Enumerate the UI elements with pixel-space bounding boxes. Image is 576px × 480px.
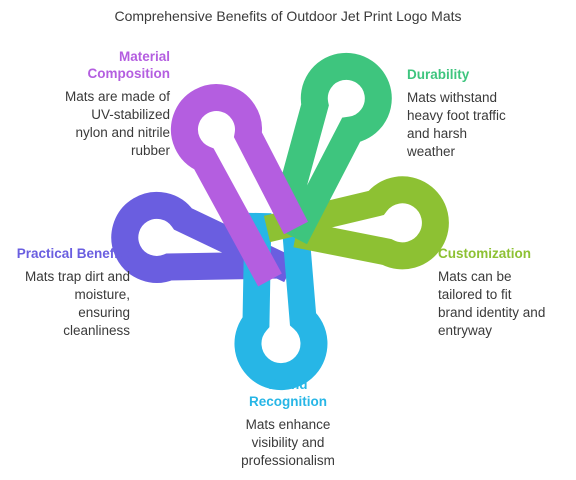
heading-line: Material	[118, 49, 170, 64]
loop-practical	[111, 191, 296, 283]
description-line: weather	[407, 144, 456, 159]
description-line: brand identity and	[438, 305, 546, 320]
heading-line: Practical Benefits	[16, 246, 130, 261]
practical-benefits-block: Practical Benefits Mats trap dirt and mo…	[10, 245, 130, 340]
customization-description: Mats can be tailored to fit brand identi…	[438, 268, 574, 340]
material-composition-block: Material Composition Mats are made of UV…	[30, 48, 170, 160]
customization-heading: Customization	[438, 245, 574, 262]
loop-material	[170, 84, 308, 287]
heading-line: Composition	[87, 66, 171, 81]
customization-block: Customization Mats can be tailored to fi…	[438, 245, 574, 340]
material-composition-heading: Material Composition	[30, 48, 171, 82]
description-line: moisture,	[74, 287, 130, 302]
description-line: rubber	[130, 143, 170, 158]
description-line: Mats are made of	[64, 89, 170, 104]
durability-description: Mats withstand heavy foot traffic and ha…	[407, 89, 557, 161]
brand-recognition-heading: Brand Recognition	[208, 376, 368, 410]
loop-brand	[234, 208, 328, 391]
description-line: entryway	[438, 323, 493, 338]
heading-line: Recognition	[249, 394, 327, 409]
description-line: cleanliness	[63, 323, 130, 338]
description-line: professionalism	[241, 453, 335, 468]
heading-line: Brand	[268, 377, 308, 392]
description-line: Mats trap dirt and	[24, 269, 130, 284]
material-composition-description: Mats are made of UV-stabilized nylon and…	[30, 88, 170, 160]
practical-benefits-heading: Practical Benefits	[10, 245, 130, 262]
description-line: Mats can be	[438, 269, 512, 284]
description-line: heavy foot traffic	[407, 108, 506, 123]
durability-heading: Durability	[407, 66, 557, 83]
description-line: nylon and nitrile	[75, 125, 170, 140]
description-line: tailored to fit	[438, 287, 512, 302]
brand-recognition-description: Mats enhance visibility and professional…	[208, 416, 368, 470]
description-line: ensuring	[78, 305, 130, 320]
description-line: and harsh	[407, 126, 468, 141]
description-line: Mats withstand	[407, 90, 498, 105]
loop-durability	[271, 52, 392, 245]
practical-benefits-description: Mats trap dirt and moisture, ensuring cl…	[10, 268, 130, 340]
heading-line: Durability	[407, 67, 470, 82]
description-line: UV-stabilized	[91, 107, 170, 122]
brand-recognition-block: Brand Recognition Mats enhance visibilit…	[208, 376, 368, 470]
description-line: Mats enhance	[245, 417, 331, 432]
diagram-title: Comprehensive Benefits of Outdoor Jet Pr…	[114, 8, 462, 24]
description-line: visibility and	[251, 435, 325, 450]
durability-block: Durability Mats withstand heavy foot tra…	[407, 66, 557, 161]
loop-customization	[263, 176, 449, 270]
heading-line: Customization	[438, 246, 531, 261]
